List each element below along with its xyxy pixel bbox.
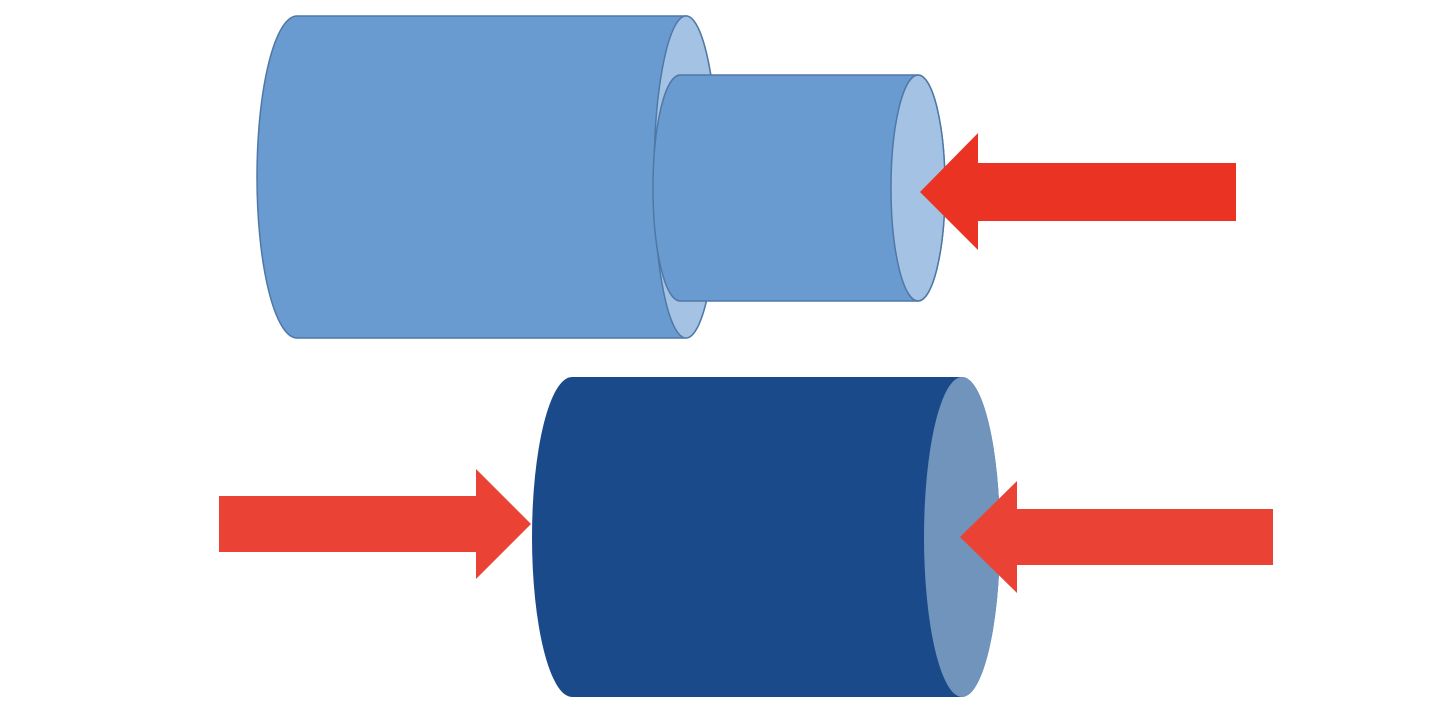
arrow-right-bottom-icon [219, 469, 531, 579]
arrow-left-top-icon [920, 133, 1236, 250]
bottom-assembly [219, 377, 1273, 697]
large-cylinder-body [256, 15, 719, 339]
small-cylinder-icon [652, 74, 946, 302]
arrow-left-bottom-icon [960, 481, 1273, 593]
dark-cylinder-body [532, 377, 1000, 697]
large-cylinder-icon [256, 15, 719, 339]
top-assembly [256, 15, 1236, 339]
dark-cylinder-icon [532, 377, 1000, 697]
